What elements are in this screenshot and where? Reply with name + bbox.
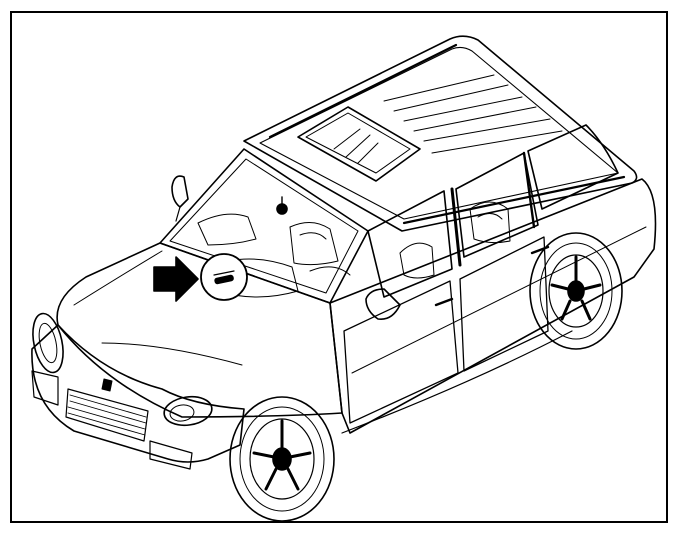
callout-circle bbox=[200, 253, 248, 301]
interior bbox=[197, 201, 511, 298]
front-wheel bbox=[229, 396, 335, 521]
mirrors bbox=[171, 175, 401, 321]
body bbox=[56, 178, 657, 434]
suv-illustration bbox=[31, 35, 657, 521]
rear-wheel bbox=[529, 232, 623, 350]
front-end bbox=[31, 312, 245, 470]
arrow-icon bbox=[153, 256, 199, 302]
side-windows bbox=[367, 124, 619, 298]
sunroof bbox=[297, 106, 421, 182]
illustration-frame bbox=[10, 11, 668, 523]
